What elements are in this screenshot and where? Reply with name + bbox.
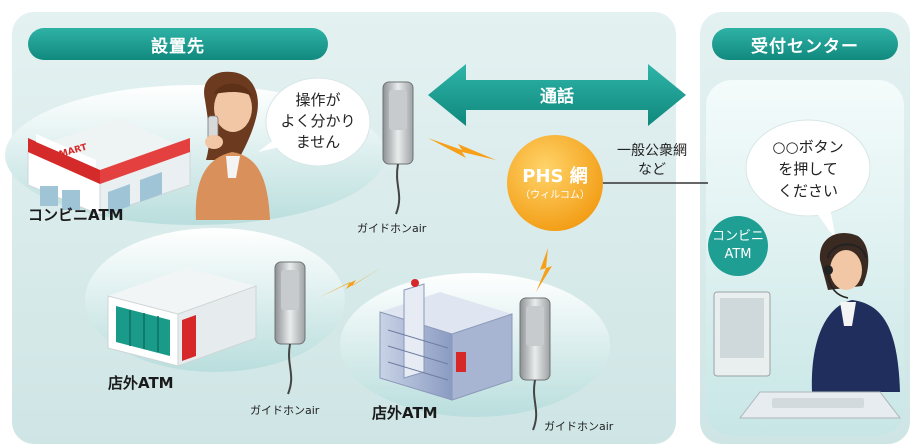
operator-badge: [708, 216, 768, 276]
public-network-line1: 一般公衆網: [617, 143, 687, 159]
operator-message-line: ○○ボタン: [772, 138, 844, 156]
office-building-illustration: [379, 279, 513, 401]
reception-center-header: 受付センター: [712, 28, 898, 60]
phs-network-sublabel: （ウィルコム）: [520, 190, 590, 201]
customer-woman-illustration: [195, 71, 270, 220]
operator-badge-line: ATM: [724, 247, 752, 262]
operator-speech-bubble: [745, 119, 871, 240]
convenience-store-illustration: [27, 118, 191, 216]
bolt-icon-1: [428, 138, 496, 160]
bolt-icon-2: [318, 266, 384, 298]
public-network-label: 一般公衆網 など: [604, 142, 700, 180]
operator-message-line: を押して: [778, 160, 838, 178]
atm-kiosk-illustration: [107, 268, 257, 367]
phs-network-circle: [507, 135, 603, 231]
outside-atm-label-1: 店外ATM: [108, 374, 174, 392]
operator-badge-text: コンビニ ATM: [706, 228, 770, 264]
customer-speech-bubble: [258, 77, 371, 167]
device-label-3: ガイドホンair: [544, 420, 614, 433]
operator-message-line: ください: [777, 182, 838, 200]
outside-atm-label-2: 店外ATM: [372, 404, 438, 422]
customer-message-line: 操作が: [295, 91, 341, 109]
convenience-atm-label: コンビニATM: [28, 206, 124, 224]
bolt-icon-3: [536, 248, 552, 292]
reception-center-header-text: 受付センター: [751, 36, 859, 57]
device-label-1: ガイドホンair: [357, 222, 427, 235]
call-arrow: [428, 64, 686, 126]
call-label: 通話: [540, 87, 574, 107]
customer-message-line: よく分かり: [280, 112, 356, 130]
install-site-header-text: 設置先: [151, 36, 205, 57]
guidephone-icon-3: [519, 297, 551, 431]
phs-network-label: PHS 網: [522, 166, 588, 187]
operator-illustration: [713, 233, 902, 419]
guidephone-icon-1: [382, 81, 414, 215]
device-label-2: ガイドホンair: [250, 404, 320, 417]
operator-badge-line: コンビニ: [711, 229, 764, 244]
customer-message-line: ません: [295, 133, 341, 151]
customer-message: 操作が よく分かり ません: [268, 90, 368, 153]
guidephone-icon-2: [274, 261, 306, 395]
public-network-line2: など: [638, 162, 666, 178]
operator-message: ○○ボタン を押して ください: [746, 136, 870, 202]
install-site-header: 設置先: [28, 28, 328, 60]
